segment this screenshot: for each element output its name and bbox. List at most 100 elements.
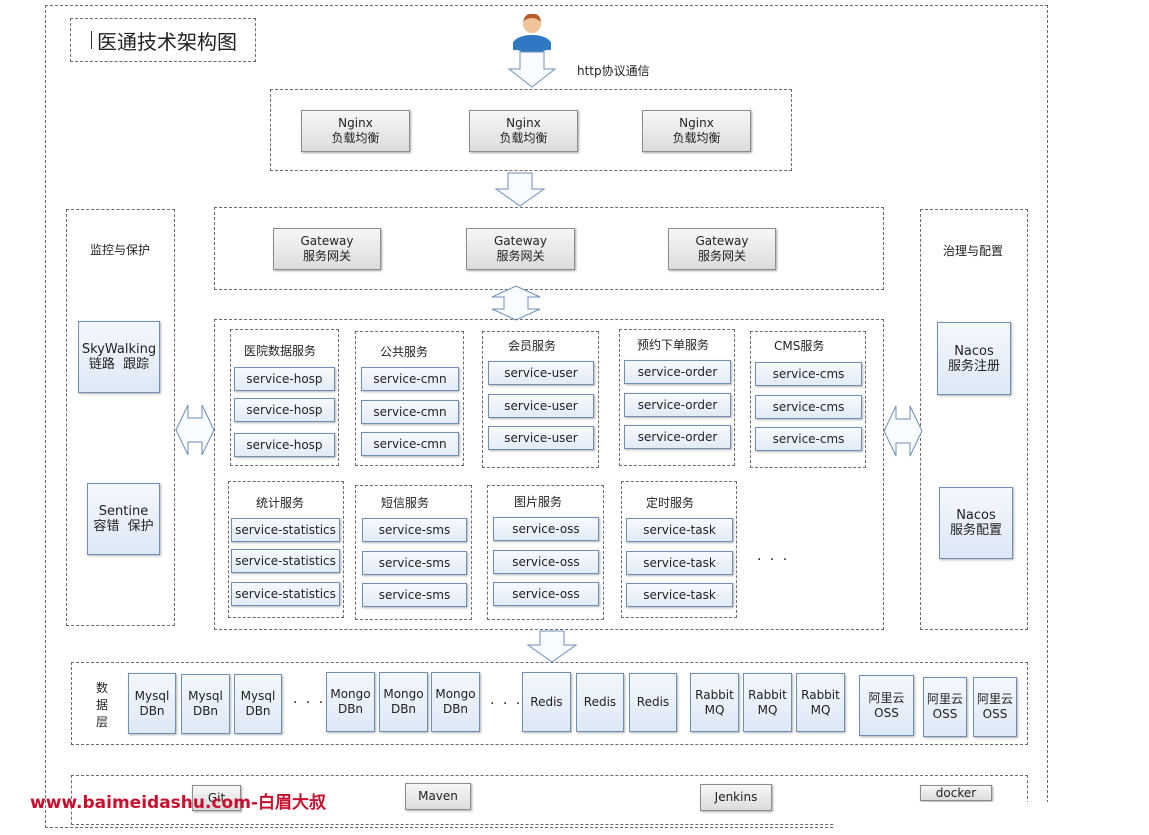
redis-name-2: Redis <box>583 695 617 709</box>
service-hosp-3: service-hosp <box>234 433 335 457</box>
down-arrow-http <box>507 51 557 88</box>
gateway-name-2: Gateway <box>493 234 547 248</box>
oss-box-3: 阿里云 OSS <box>973 677 1017 737</box>
jenkins-label: Jenkins <box>714 790 758 804</box>
mysql-desc-2: DBn <box>192 704 219 718</box>
group-title-sms: 短信服务 <box>381 496 430 510</box>
service-group-order <box>619 329 735 466</box>
skywalking-box: SkyWalking 链路 跟踪 <box>78 321 160 393</box>
group-title-user: 会员服务 <box>508 339 557 353</box>
service-order-2: service-order <box>624 393 731 417</box>
gateway-name-1: Gateway <box>300 234 354 248</box>
redis-box-2: Redis <box>576 673 624 732</box>
group-title-task: 定时服务 <box>646 496 695 510</box>
service-sms-3: service-sms <box>362 583 467 607</box>
gateway-desc-1: 服务网关 <box>302 249 351 263</box>
nginx-desc-1: 负载均衡 <box>331 131 380 145</box>
nginx-desc-3: 负载均衡 <box>672 131 721 145</box>
nginx-desc-2: 负载均衡 <box>499 131 548 145</box>
redis-name-3: Redis <box>636 695 670 709</box>
mongo-desc-3: DBn <box>442 702 469 716</box>
mongo-name-3: Mongo <box>435 687 476 701</box>
docker-box: docker <box>920 785 992 801</box>
oss-name-3: 阿里云 <box>976 692 1013 706</box>
service-cms-1: service-cms <box>755 362 862 386</box>
service-task-2: service-task <box>626 551 733 575</box>
mongo-box-3: Mongo DBn <box>431 672 480 732</box>
service-group-oss <box>487 485 604 620</box>
service-cmn-1: service-cmn <box>361 367 459 391</box>
leftright-arrow-monitor <box>175 404 215 456</box>
title-box <box>70 18 256 62</box>
oss-name-2: 阿里云 <box>926 692 963 706</box>
mysql-name-2: Mysql <box>188 689 223 703</box>
sentinel-desc: 容错 保护 <box>93 519 154 534</box>
group-title-hosp: 医院数据服务 <box>244 344 317 358</box>
service-group-hosp <box>230 329 339 466</box>
service-oss-1: service-oss <box>493 517 599 541</box>
nacos-config-name: Nacos <box>956 508 996 523</box>
user-icon <box>513 13 551 53</box>
nginx-layer <box>270 89 792 171</box>
oss-box-1: 阿里云 OSS <box>859 675 914 736</box>
rabbit-box-3: Rabbit MQ <box>796 673 845 732</box>
services-ellipsis: · · · <box>757 552 790 568</box>
rabbit-name-1: Rabbit <box>695 687 734 702</box>
service-statistics-3: service-statistics <box>231 582 340 606</box>
rabbit-box-2: Rabbit MQ <box>743 673 792 732</box>
group-title-statistics: 统计服务 <box>256 496 305 510</box>
service-group-cmn <box>355 331 464 466</box>
git-label: Git <box>207 790 226 805</box>
mongo-box-2: Mongo DBn <box>379 672 428 732</box>
oss-desc-3: OSS <box>982 707 1008 721</box>
mongo-desc-1: DBn <box>337 702 364 716</box>
oss-desc-1: OSS <box>874 705 899 720</box>
redis-box-1: Redis <box>522 672 571 732</box>
rabbit-desc-1: MQ <box>704 702 725 717</box>
data-layer-label-3: 层 <box>96 715 109 729</box>
rabbit-name-3: Rabbit <box>801 687 840 702</box>
service-group-statistics <box>228 481 344 618</box>
gateway-desc-2: 服务网关 <box>496 249 545 263</box>
service-oss-2: service-oss <box>493 550 599 574</box>
down-arrow-data <box>526 630 578 663</box>
nacos-register-desc: 服务注册 <box>947 358 1000 374</box>
service-sms-2: service-sms <box>362 551 467 575</box>
nginx-name-1: Nginx <box>338 116 373 130</box>
oss-name-1: 阿里云 <box>868 690 905 705</box>
service-task-1: service-task <box>626 518 733 542</box>
group-title-oss: 图片服务 <box>514 495 563 509</box>
service-order-3: service-order <box>624 425 731 449</box>
mysql-name-3: Mysql <box>240 689 276 703</box>
group-title-cms: CMS服务 <box>774 339 825 353</box>
updown-arrow-gateway <box>491 285 541 321</box>
data-layer-label-2: 据 <box>96 698 109 712</box>
gateway-layer <box>214 207 884 290</box>
bottom-mask <box>835 802 1149 835</box>
oss-desc-2: OSS <box>932 707 958 721</box>
rabbit-name-2: Rabbit <box>748 687 787 702</box>
nginx-box-2: Nginx 负载均衡 <box>469 110 578 152</box>
service-group-task <box>621 481 737 618</box>
monitor-panel <box>66 209 175 626</box>
gateway-box-1: Gateway 服务网关 <box>273 228 381 270</box>
page-title: 医通技术架构图 <box>97 30 237 54</box>
service-statistics-1: service-statistics <box>231 518 340 542</box>
redis-name-1: Redis <box>530 694 563 709</box>
maven-box: Maven <box>405 783 471 810</box>
group-title-cmn: 公共服务 <box>380 345 429 359</box>
mysql-ellipsis: · · · <box>293 695 326 711</box>
oss-box-2: 阿里云 OSS <box>923 677 967 737</box>
sentinel-box: Sentine 容错 保护 <box>87 483 160 555</box>
governance-title: 治理与配置 <box>943 244 1004 258</box>
mongo-name-1: Mongo <box>330 687 371 701</box>
mysql-box-2: Mysql DBn <box>181 674 230 734</box>
service-task-3: service-task <box>626 583 733 607</box>
service-user-2: service-user <box>488 394 594 418</box>
mysql-box-3: Mysql DBn <box>234 674 282 734</box>
mysql-desc-1: DBn <box>139 703 165 718</box>
service-hosp-1: service-hosp <box>234 367 335 391</box>
service-cms-3: service-cms <box>755 427 862 451</box>
watermark: www.baimeidashu.com-白眉大叔 <box>30 793 326 813</box>
nacos-config-desc: 服务配置 <box>949 523 1002 538</box>
